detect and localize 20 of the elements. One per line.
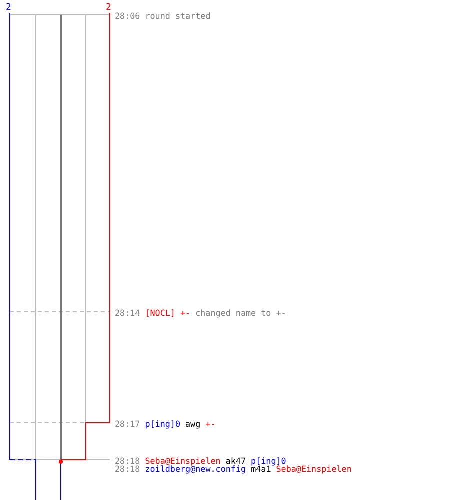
event-text: changed name to +- bbox=[196, 308, 286, 318]
timestamp: 28:17 bbox=[115, 419, 140, 429]
player-name: p[ing]0 bbox=[145, 419, 181, 429]
player-name: p[ing]0 bbox=[251, 456, 286, 466]
weapon-name: awg bbox=[186, 419, 201, 429]
player-name: zoildberg@new.config bbox=[145, 464, 246, 474]
team-count: 2 bbox=[106, 3, 112, 13]
timestamp: 28:06 bbox=[115, 11, 140, 21]
timestamp: 28:18 bbox=[115, 464, 140, 474]
player-name: +- bbox=[180, 308, 191, 318]
weapon-name: m4a1 bbox=[251, 464, 272, 474]
player-name: +- bbox=[206, 419, 216, 429]
timestamp: 28:18 bbox=[115, 456, 140, 466]
player-name: Seba@Einspielen bbox=[276, 464, 352, 474]
timestamp: 28:14 bbox=[115, 308, 140, 318]
player-name: [NOCL] bbox=[145, 308, 176, 318]
event-text: round started bbox=[145, 11, 211, 21]
team-count: 2 bbox=[6, 3, 12, 13]
player-name: Seba@Einspielen bbox=[145, 456, 221, 466]
weapon-name: ak47 bbox=[226, 456, 246, 466]
